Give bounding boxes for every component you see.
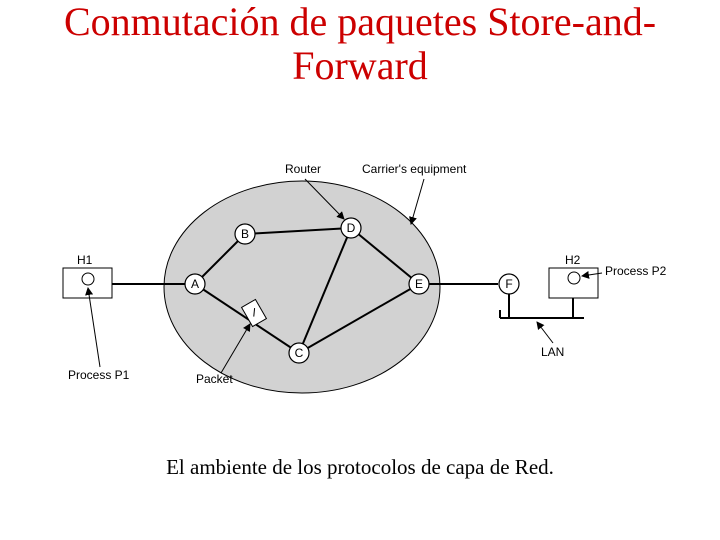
link-a-c xyxy=(194,283,300,354)
label-process-p2: Process P2 xyxy=(605,264,667,278)
node-a-label: A xyxy=(191,277,199,291)
node-e xyxy=(408,273,430,295)
node-b xyxy=(234,223,256,245)
title-line-1: Conmutación de paquetes Store-and- xyxy=(63,0,657,44)
label-lan: LAN xyxy=(541,345,564,359)
node-d-label: D xyxy=(347,221,356,235)
link-b-d xyxy=(244,227,352,235)
node-c-label: C xyxy=(295,346,304,360)
label-process-p1: Process P1 xyxy=(68,368,130,382)
label-router: Router xyxy=(285,162,321,176)
label-h2: H2 xyxy=(565,253,581,267)
arrow-process-p1 xyxy=(85,287,101,368)
label-h1: H1 xyxy=(77,253,93,267)
arrow-router xyxy=(304,178,345,220)
node-b-label: B xyxy=(241,227,249,241)
label-packet: Packet xyxy=(196,372,233,386)
figure-caption: El ambiente de los protocolos de capa de… xyxy=(166,455,554,479)
node-e-label: E xyxy=(415,277,423,291)
node-a xyxy=(184,273,206,295)
arrow-packet xyxy=(220,323,251,374)
carrier-network-cloud xyxy=(163,180,441,394)
link-d-e xyxy=(350,227,420,285)
page-title: Conmutación de paquetes Store-and- Forwa… xyxy=(0,0,720,88)
host-h1-process xyxy=(81,272,95,286)
node-f-label: F xyxy=(505,277,512,291)
node-f xyxy=(498,273,520,295)
link-a-b xyxy=(194,233,246,285)
router-nodes xyxy=(184,217,520,364)
node-d xyxy=(340,217,362,239)
router-links xyxy=(112,227,498,354)
link-d-c xyxy=(298,227,352,354)
title-line-2: Forward xyxy=(292,43,428,88)
label-carrier-equipment: Carrier's equipment xyxy=(362,162,467,176)
arrow-process-p2 xyxy=(581,271,603,279)
arrow-lan xyxy=(536,321,554,344)
host-h2-process xyxy=(567,271,581,285)
link-e-c xyxy=(298,283,420,354)
lan-segment xyxy=(499,294,584,319)
node-c xyxy=(288,342,310,364)
arrow-carrier xyxy=(409,178,425,225)
packet-icon xyxy=(240,298,268,328)
